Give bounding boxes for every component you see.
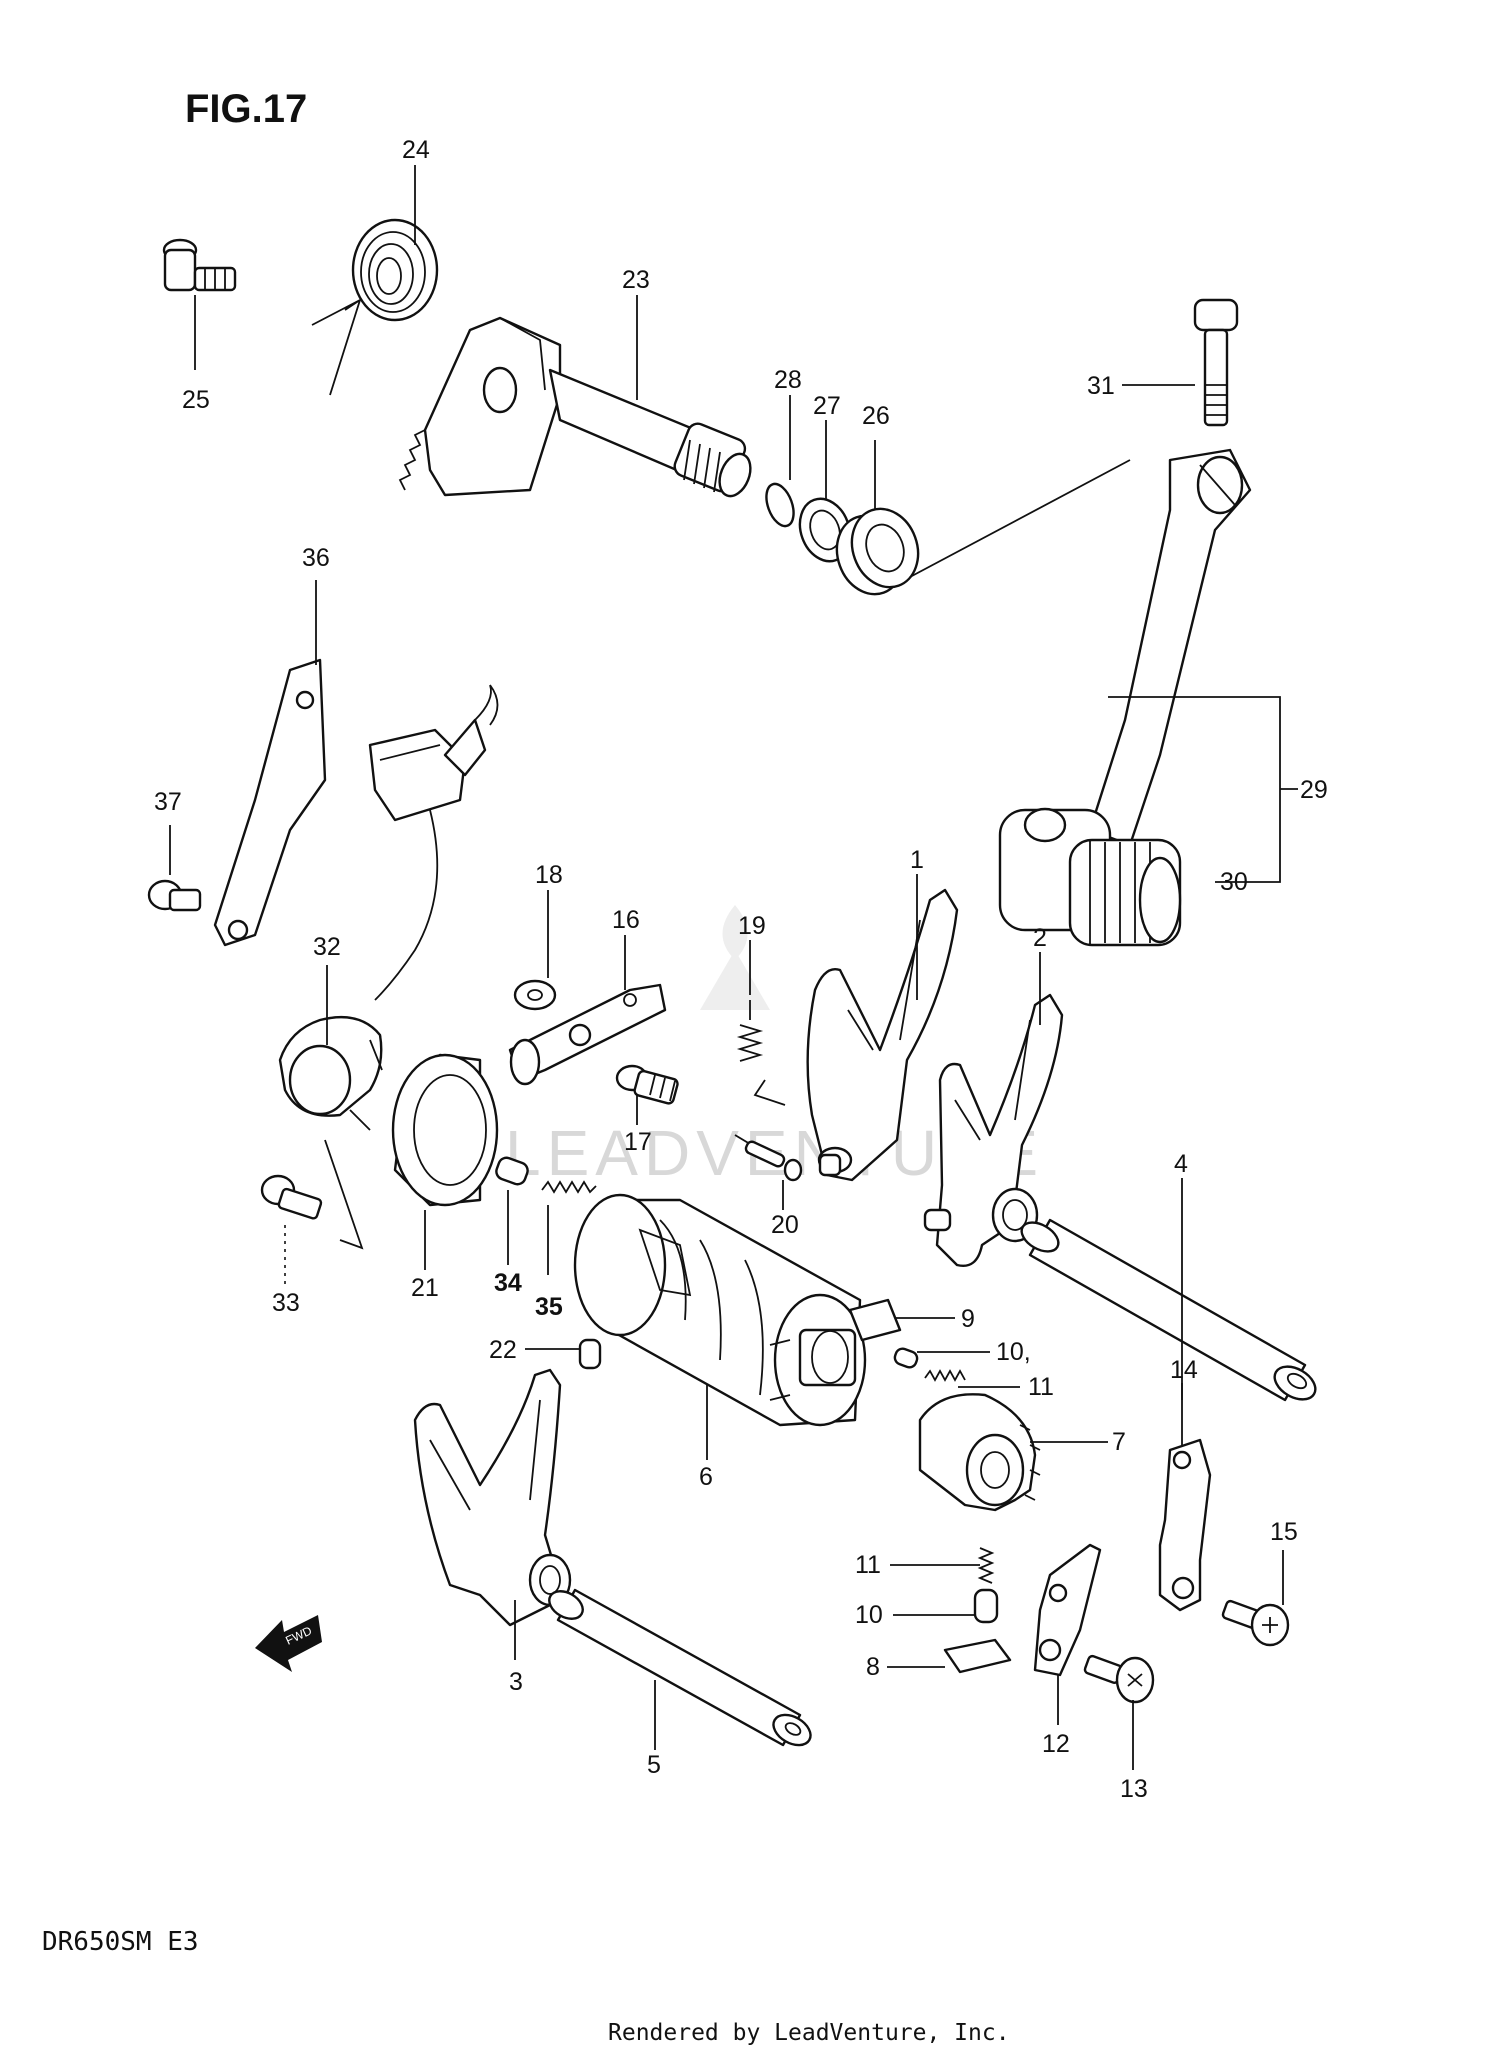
callout-4: 4 — [1174, 1150, 1188, 1178]
part-22-pin[interactable] — [578, 1338, 602, 1370]
callout-10b: 10 — [855, 1601, 883, 1629]
part-4-fork-shaft[interactable] — [1017, 1217, 1321, 1407]
callout-12: 12 — [1042, 1730, 1070, 1758]
part-23-gearshift-shaft[interactable] — [398, 316, 756, 501]
callout-3: 3 — [509, 1668, 523, 1696]
callout-5: 5 — [647, 1751, 661, 1779]
callout-31: 31 — [1087, 372, 1115, 400]
part-21-guide-plate[interactable] — [391, 1053, 499, 1207]
callout-17: 17 — [624, 1128, 652, 1156]
part-5-fork-shaft[interactable] — [544, 1586, 815, 1752]
callout-28: 28 — [774, 366, 802, 394]
part-15-screw[interactable] — [1221, 1599, 1290, 1647]
part-33-screw[interactable] — [260, 1174, 323, 1220]
callout-35: 35 — [535, 1293, 563, 1321]
footer-credit: Rendered by LeadVenture, Inc. — [608, 2020, 1010, 2046]
part-20-pin[interactable] — [744, 1140, 803, 1182]
part-37-screw[interactable] — [147, 879, 202, 912]
part-31-bolt[interactable] — [1193, 298, 1239, 427]
part-33-leader-bracket — [324, 1139, 364, 1250]
callout-27: 27 — [813, 392, 841, 420]
part-24-spring[interactable] — [311, 218, 439, 396]
part-28-circlip[interactable] — [761, 480, 799, 530]
callout-11b: 11 — [855, 1551, 881, 1579]
callout-16: 16 — [612, 906, 640, 934]
callout-30: 30 — [1220, 868, 1248, 896]
callout-13: 13 — [1120, 1775, 1148, 1803]
callout-9: 9 — [961, 1305, 975, 1333]
part-3-shift-fork[interactable] — [413, 1368, 572, 1627]
part-32-gear-position-switch[interactable] — [278, 684, 499, 1131]
model-code: DR650SM E3 — [42, 1927, 199, 1957]
part-17-bolt[interactable] — [615, 1064, 679, 1105]
part-1-shift-fork[interactable] — [806, 888, 959, 1182]
callout-21: 21 — [411, 1274, 439, 1302]
callout-22: 22 — [489, 1336, 517, 1364]
callout-26: 26 — [862, 402, 890, 430]
part-25-bolt[interactable] — [162, 238, 237, 292]
callout-leaders — [169, 165, 1298, 1770]
part-10-pin-upper[interactable] — [893, 1347, 919, 1370]
part-19-leader-bracket — [753, 1079, 786, 1106]
leadventure-watermark-logo — [700, 905, 770, 1010]
callout-15: 15 — [1270, 1518, 1298, 1546]
callout-14: 14 — [1170, 1356, 1198, 1384]
part-13-screw[interactable] — [1083, 1654, 1155, 1704]
callout-37: 37 — [154, 788, 182, 816]
part-30-lever-rubber[interactable] — [1068, 838, 1182, 947]
callout-1: 1 — [910, 846, 924, 874]
figure-title: FIG.17 — [185, 87, 307, 131]
part-34-pin[interactable] — [494, 1156, 530, 1187]
callout-29: 29 — [1300, 776, 1328, 804]
forward-arrow-icon: FWD — [255, 1615, 322, 1672]
callout-19: 19 — [738, 912, 766, 940]
part-35-spring[interactable] — [541, 1180, 597, 1194]
callout-24: 24 — [402, 136, 430, 164]
part-6-gearshift-cam[interactable] — [573, 1193, 867, 1427]
callout-18: 18 — [535, 861, 563, 889]
part-16-stopper-arm[interactable] — [508, 983, 667, 1086]
part-29-gearshift-lever[interactable] — [998, 448, 1252, 932]
part-9-pawl[interactable] — [848, 1298, 902, 1342]
part-2-shift-fork[interactable] — [923, 993, 1064, 1267]
callout-36: 36 — [302, 544, 330, 572]
part-11-spring-upper[interactable] — [924, 1369, 966, 1382]
callout-8: 8 — [866, 1653, 880, 1681]
part-11-spring-lower[interactable] — [977, 1547, 995, 1584]
callout-10a: 10, — [996, 1338, 1031, 1366]
callout-33: 33 — [272, 1289, 300, 1317]
callout-6: 6 — [699, 1463, 713, 1491]
part-19-spring[interactable] — [736, 1000, 764, 1062]
callout-25: 25 — [182, 386, 210, 414]
part-36-bracket[interactable] — [213, 658, 327, 947]
callout-20: 20 — [771, 1211, 799, 1239]
callout-23: 23 — [622, 266, 650, 294]
part-10-pin-lower[interactable] — [973, 1588, 999, 1624]
part-14-plate[interactable] — [1158, 1438, 1212, 1612]
callout-34: 34 — [494, 1269, 522, 1297]
callout-11a: 11 — [1028, 1373, 1054, 1401]
callout-32: 32 — [313, 933, 341, 961]
part-7-cam-stopper[interactable] — [918, 1393, 1041, 1512]
callout-2: 2 — [1033, 924, 1047, 952]
part-8-pawl[interactable] — [943, 1638, 1012, 1674]
part-26-oil-seal[interactable] — [826, 499, 929, 603]
part-18-washer[interactable] — [513, 979, 557, 1011]
callout-7: 7 — [1112, 1428, 1126, 1456]
part-12-plate[interactable] — [1033, 1543, 1102, 1677]
